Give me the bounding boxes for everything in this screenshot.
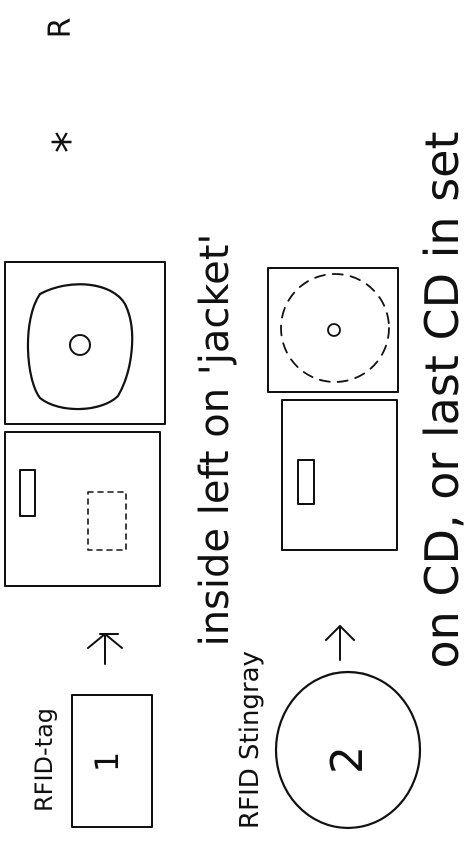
rfid-tag-box: 1 (72, 695, 152, 827)
jacket-tab (20, 470, 35, 516)
corner-mark: R (43, 18, 78, 39)
rfid-tag-label: RFID-tag (30, 708, 58, 812)
arrow-2 (326, 626, 354, 660)
jacket-tab-2 (298, 460, 314, 504)
stingray-number: 2 (322, 746, 373, 774)
rfid-stingray-disc: 2 (276, 672, 420, 828)
rfid-stingray-label: RFID Stingray (235, 651, 265, 829)
arrow-1 (88, 634, 122, 664)
cd-disc (28, 284, 132, 409)
tag-placement-dashed (88, 492, 126, 550)
star-icon: * (44, 131, 95, 153)
inside-left-note: inside left on 'jacket' (192, 234, 238, 647)
cd-jacket-closed (268, 268, 398, 550)
on-cd-note: on CD, or last CD in set (415, 132, 469, 669)
svg-text:*: * (44, 131, 95, 153)
cd-disc-dashed (281, 274, 389, 382)
cd-jacket-open (5, 262, 165, 586)
tag-number: 1 (88, 752, 126, 772)
